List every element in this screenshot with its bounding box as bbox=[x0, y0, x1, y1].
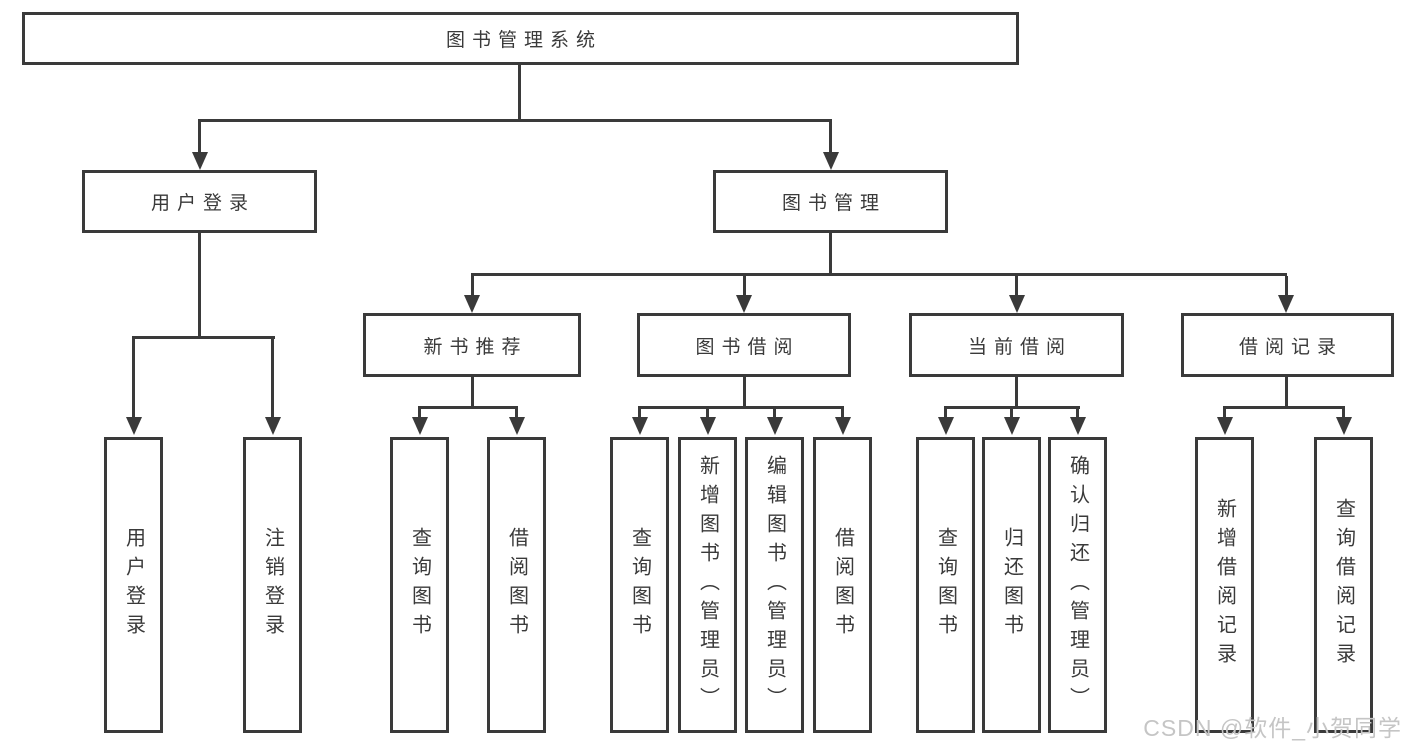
arrow-down-icon bbox=[191, 152, 208, 170]
leaf-label: 编辑图书（管理员） bbox=[763, 454, 786, 716]
connector-leaf-drop bbox=[638, 409, 641, 417]
connector-to-user-login bbox=[198, 122, 201, 152]
leaf-user-login: 用户登录 bbox=[104, 437, 163, 733]
connector-leaf-drop bbox=[841, 409, 844, 417]
connector-root-stem bbox=[518, 65, 521, 119]
arrow-down-icon bbox=[822, 152, 839, 170]
leaf-borrow-books-recommend: 借阅图书 bbox=[487, 437, 546, 733]
connector-to-book-management bbox=[829, 122, 832, 152]
connector-borrow-distributor bbox=[638, 406, 844, 409]
arrow-down-icon bbox=[631, 417, 648, 435]
connector-leaf-drop bbox=[706, 409, 709, 417]
leaf-confirm-return-admin: 确认归还（管理员） bbox=[1048, 437, 1107, 733]
leaf-label: 查询借阅记录 bbox=[1332, 498, 1355, 672]
connector-recommend-distributor bbox=[418, 406, 518, 409]
arrow-down-icon bbox=[1003, 417, 1020, 435]
leaf-label: 查询图书 bbox=[934, 527, 957, 643]
leaf-borrow-books: 借阅图书 bbox=[813, 437, 872, 733]
arrow-down-icon bbox=[736, 295, 752, 313]
connector-to-book-borrow bbox=[742, 276, 746, 295]
connector-leaf-drop bbox=[1076, 409, 1079, 417]
leaf-label: 用户登录 bbox=[122, 527, 145, 643]
leaf-label: 注销登录 bbox=[261, 527, 284, 643]
leaf-return-books: 归还图书 bbox=[982, 437, 1041, 733]
arrow-down-icon bbox=[264, 417, 281, 435]
connector-leaf-drop bbox=[1342, 409, 1345, 417]
connector-to-new-book-recommend bbox=[470, 276, 474, 295]
leaf-label: 借阅图书 bbox=[505, 527, 528, 643]
connector-leaf-drop bbox=[944, 409, 947, 417]
leaf-label: 借阅图书 bbox=[831, 527, 854, 643]
connector-to-leaf-logout bbox=[271, 339, 274, 417]
leaf-query-books-borrow: 查询图书 bbox=[610, 437, 669, 733]
node-user-login: 用户登录 bbox=[82, 170, 317, 233]
connector-root-distributor bbox=[198, 119, 832, 122]
connector-records-distributor bbox=[1223, 406, 1345, 409]
arrow-down-icon bbox=[1335, 417, 1352, 435]
leaf-query-books-recommend: 查询图书 bbox=[390, 437, 449, 733]
arrow-down-icon bbox=[464, 295, 480, 313]
node-new-book-recommend: 新书推荐 bbox=[363, 313, 581, 377]
arrow-down-icon bbox=[1008, 295, 1025, 313]
node-root: 图书管理系统 bbox=[22, 12, 1019, 65]
arrow-down-icon bbox=[1278, 295, 1294, 313]
connector-book-management-stem bbox=[829, 233, 832, 273]
arrow-down-icon bbox=[699, 417, 716, 435]
node-book-management: 图书管理 bbox=[713, 170, 948, 233]
leaf-add-borrow-record: 新增借阅记录 bbox=[1195, 437, 1254, 733]
connector-leaf-drop bbox=[1010, 409, 1013, 417]
arrow-down-icon bbox=[766, 417, 783, 435]
leaf-query-borrow-record: 查询借阅记录 bbox=[1314, 437, 1373, 733]
arrow-down-icon bbox=[937, 417, 954, 435]
connector-recommend-stem bbox=[470, 377, 474, 406]
connector-to-leaf-user-login bbox=[132, 339, 135, 417]
connector-current-distributor bbox=[944, 406, 1080, 409]
arrow-down-icon bbox=[1069, 417, 1086, 435]
node-borrow-records: 借阅记录 bbox=[1181, 313, 1394, 377]
connector-current-stem bbox=[1015, 377, 1018, 406]
connector-records-stem bbox=[1284, 377, 1288, 406]
leaf-label: 确认归还（管理员） bbox=[1066, 454, 1089, 716]
node-current-borrow: 当前借阅 bbox=[909, 313, 1124, 377]
connector-user-login-distributor bbox=[132, 336, 275, 339]
connector-to-borrow-records bbox=[1284, 276, 1288, 295]
leaf-label: 新增借阅记录 bbox=[1213, 498, 1236, 672]
connector-book-management-distributor bbox=[470, 273, 1287, 276]
connector-to-current-borrow bbox=[1015, 276, 1018, 295]
leaf-label: 归还图书 bbox=[1000, 527, 1023, 643]
leaf-label: 查询图书 bbox=[408, 527, 431, 643]
connector-borrow-stem bbox=[742, 377, 746, 406]
leaf-add-book-admin: 新增图书（管理员） bbox=[678, 437, 737, 733]
arrow-down-icon bbox=[508, 417, 525, 435]
csdn-watermark: CSDN @软件_小贺同学 bbox=[1143, 715, 1402, 741]
node-book-borrow: 图书借阅 bbox=[637, 313, 851, 377]
connector-leaf-drop bbox=[418, 409, 421, 417]
leaf-label: 查询图书 bbox=[628, 527, 651, 643]
leaf-query-books-current: 查询图书 bbox=[916, 437, 975, 733]
leaf-label: 新增图书（管理员） bbox=[696, 454, 719, 716]
connector-leaf-drop bbox=[515, 409, 518, 417]
leaf-logout: 注销登录 bbox=[243, 437, 302, 733]
connector-leaf-drop bbox=[773, 409, 776, 417]
leaf-edit-book-admin: 编辑图书（管理员） bbox=[745, 437, 804, 733]
arrow-down-icon bbox=[125, 417, 142, 435]
arrow-down-icon bbox=[411, 417, 428, 435]
connector-user-login-stem bbox=[198, 233, 201, 336]
arrow-down-icon bbox=[834, 417, 851, 435]
arrow-down-icon bbox=[1216, 417, 1233, 435]
connector-leaf-drop bbox=[1223, 409, 1226, 417]
